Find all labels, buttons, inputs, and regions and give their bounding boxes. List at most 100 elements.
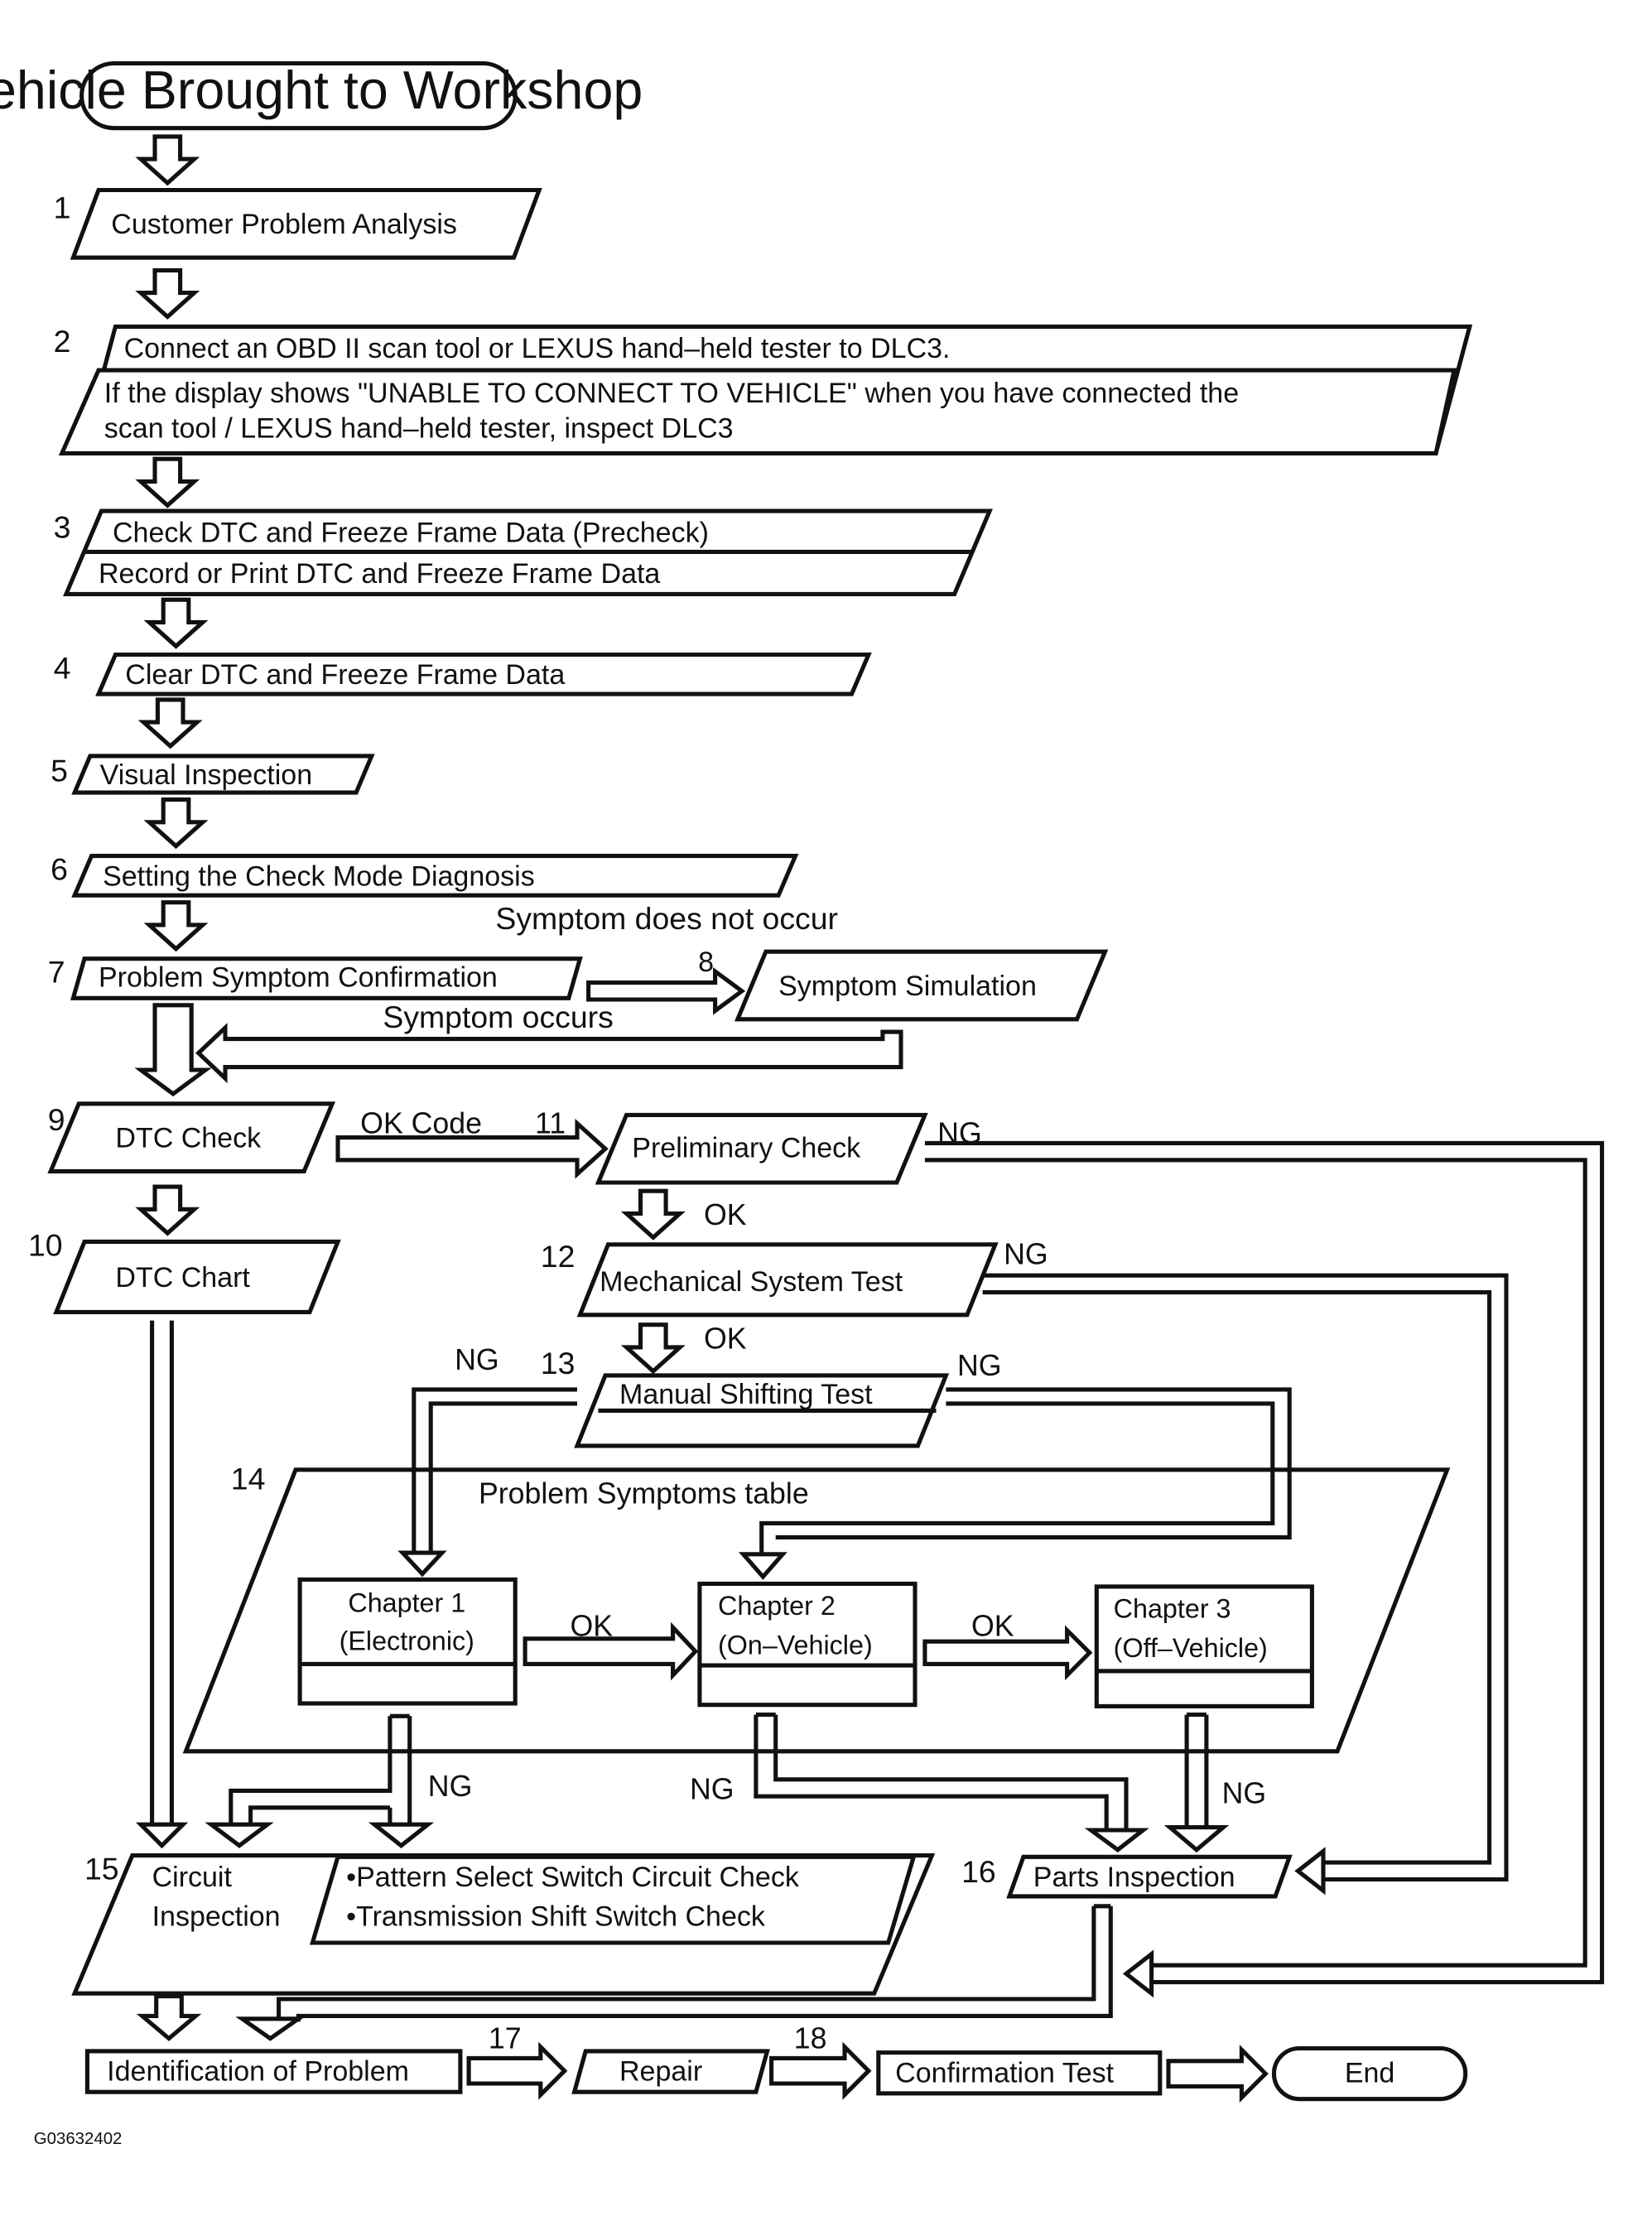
step-2-number: 2 (54, 324, 71, 359)
step-2-line-3: scan tool / LEXUS hand–held tester, insp… (104, 413, 734, 445)
step-4-label: Clear DTC and Freeze Frame Data (125, 659, 565, 691)
step-6-label: Setting the Check Mode Diagnosis (103, 860, 535, 892)
arrow-chapter1-to-chapter2 (523, 1621, 699, 1681)
flow-arrow (135, 134, 200, 186)
end-label: End (1345, 2057, 1395, 2089)
label-symptom-not-occur: Symptom does not occur (495, 901, 838, 936)
chapter-1-line-1: Chapter 1 (348, 1588, 465, 1618)
identification-label: Identification of Problem (107, 2056, 409, 2088)
identification-of-problem: Identification of Problem (84, 2049, 463, 2094)
step-10-dtc-chart: DTC Chart (53, 1239, 341, 1314)
step-9-label: DTC Check (115, 1123, 262, 1154)
step-7-number: 7 (48, 955, 65, 990)
chapter-1-electronic: Chapter 1 (Electronic) (297, 1577, 518, 1706)
ng-line-chapter1-d (248, 1805, 390, 1825)
step-14-number: 14 (231, 1462, 266, 1496)
step-18-label: Confirmation Test (895, 2057, 1114, 2089)
ng-line-preliminary-loop (924, 1140, 1605, 1985)
step-1-number: 1 (54, 190, 71, 224)
flow-arrow (135, 456, 200, 508)
step-3-check-dtc: Check DTC and Freeze Frame Data (Prechec… (63, 508, 993, 596)
ng-line-preliminary-loop-b (924, 1158, 1587, 1968)
step-3-line-1: Check DTC and Freeze Frame Data (Prechec… (113, 517, 709, 548)
step-17-repair: Repair (571, 2049, 770, 2094)
flow-arrow (134, 1003, 212, 1097)
label-ng-mechanical: NG (1004, 1238, 1048, 1271)
chapter-1-line-2: (Electronic) (340, 1626, 474, 1655)
step-4-clear-dtc: Clear DTC and Freeze Frame Data (95, 652, 872, 696)
step-15-item-2: •Transmission Shift Switch Check (346, 1901, 766, 1933)
step-7-label: Problem Symptom Confirmation (99, 962, 498, 994)
arrow-into-parts-inspection (1294, 1847, 1326, 1896)
step-1-customer-problem-analysis: Customer Problem Analysis (70, 187, 542, 260)
arrow-to-confirmation (769, 2041, 872, 2100)
arrow-preliminary-ng-end (1122, 1949, 1154, 1998)
label-ng-chapter2: NG (690, 1773, 734, 1806)
return-arrow-from-simulation (195, 1023, 903, 1084)
step-12-label: Mechanical System Test (600, 1266, 903, 1298)
flow-arrow (143, 797, 209, 850)
chapter-3-line-1: Chapter 3 (1114, 1593, 1231, 1623)
step-18-number: 18 (794, 2022, 827, 2055)
label-ok-code: OK Code (360, 1107, 482, 1140)
step-9-dtc-check: DTC Check (47, 1101, 336, 1173)
step-14-label: Problem Symptoms table (479, 1477, 809, 1510)
flow-arrow (143, 597, 209, 649)
ng-line-manual-to-chapter1-inner (428, 1401, 578, 1554)
start-label: Vehicle Brought to Workshop (0, 60, 643, 120)
step-13-label: Manual Shifting Test (619, 1379, 873, 1410)
step-7-problem-symptom-confirmation: Problem Symptom Confirmation (70, 956, 583, 1000)
step-11-label: Preliminary Check (632, 1132, 861, 1163)
arrow-chapter2-ng (1084, 1828, 1149, 1852)
figure-id: G03632402 (34, 2130, 123, 2148)
label-ng-chapter1: NG (428, 1770, 473, 1803)
step-12-number: 12 (541, 1239, 576, 1274)
arrow-parts-to-identification (235, 2016, 306, 2041)
arrow-to-repair (466, 2041, 568, 2100)
step-8-symptom-simulation: Symptom Simulation (734, 949, 1109, 1022)
ng-line-mechanical-loop-b (982, 1290, 1492, 1865)
step-15-line-2: Inspection (152, 1901, 281, 1933)
step-17-number: 17 (489, 2022, 522, 2055)
line-parts-to-identification (277, 1905, 1096, 2019)
ng-line-manual-to-chapter2-inner (759, 1401, 1275, 1554)
step-8-number: 8 (698, 947, 714, 978)
chapter-2-on-vehicle: Chapter 2 (On–Vehicle) (697, 1581, 918, 1708)
step-6-number: 6 (51, 851, 68, 886)
arrow-chapter3-ng (1163, 1825, 1230, 1853)
step-3-number: 3 (54, 509, 71, 544)
flow-arrow (136, 1994, 202, 2041)
flow-arrow (620, 1188, 686, 1241)
step-3-line-2: Record or Print DTC and Freeze Frame Dat… (99, 558, 660, 590)
step-18-confirmation-test: Confirmation Test (876, 2050, 1163, 2096)
step-16-parts-inspection: Parts Inspection (1006, 1854, 1293, 1899)
ng-line-chapter2-b (773, 1714, 1129, 1831)
ng-line-manual-to-chapter2 (775, 1387, 1292, 1539)
arrow-to-symptom-simulation (586, 966, 746, 1015)
chapter-2-line-1: Chapter 2 (718, 1591, 836, 1621)
step-5-visual-inspection: Visual Inspection (71, 754, 375, 795)
arrow-ok-code (335, 1118, 609, 1179)
start-terminal: Vehicle Brought to Workshop (0, 60, 643, 131)
step-11-number: 11 (535, 1107, 566, 1140)
label-ok-mechanical: OK (704, 1322, 747, 1356)
step-15-number: 15 (84, 1851, 119, 1886)
step-6-check-mode: Setting the Check Mode Diagnosis (71, 854, 799, 898)
ng-line-manual-to-chapter1 (412, 1387, 578, 1554)
step-10-label: DTC Chart (115, 1262, 250, 1294)
label-ok-preliminary: OK (704, 1198, 747, 1231)
arrow-to-end (1166, 2045, 1269, 2103)
step-15-item-1: •Pattern Select Switch Circuit Check (346, 1862, 800, 1893)
step-8-label: Symptom Simulation (778, 971, 1037, 1002)
chapter-3-line-2: (Off–Vehicle) (1114, 1633, 1268, 1663)
step-15-line-1: Circuit (152, 1862, 233, 1893)
label-ng-manual-left: NG (455, 1343, 499, 1376)
label-ng-chapter3: NG (1222, 1777, 1267, 1810)
label-symptom-occurs: Symptom occurs (383, 1000, 613, 1034)
label-ng-manual-right: NG (957, 1349, 1002, 1382)
step-13-manual-shifting-test: Manual Shifting Test (574, 1373, 950, 1448)
step-11-preliminary-check: Preliminary Check (595, 1112, 928, 1185)
arrow-into-chapter2 (738, 1552, 787, 1580)
step-5-label: Visual Inspection (100, 759, 312, 791)
